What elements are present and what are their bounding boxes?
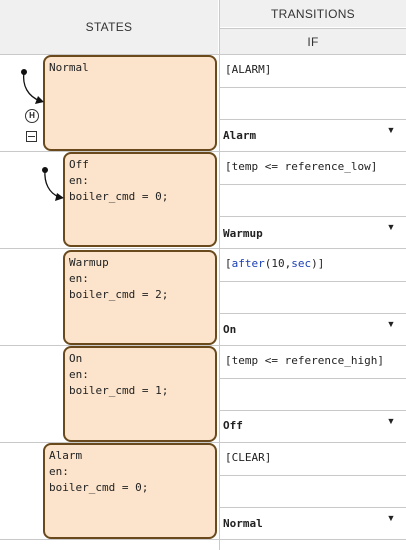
row-divider xyxy=(219,378,406,379)
target-dropdown-icon[interactable]: ▼ xyxy=(386,319,396,329)
target-dropdown-icon[interactable]: ▼ xyxy=(386,513,396,523)
after-keyword: after xyxy=(231,257,265,270)
row-divider xyxy=(219,507,406,508)
row-divider xyxy=(219,119,406,120)
state-warmup[interactable]: Warmup en: boiler_cmd = 2; xyxy=(63,250,217,345)
target-dropdown-icon[interactable]: ▼ xyxy=(386,125,396,135)
row-divider xyxy=(0,248,406,249)
state-off[interactable]: Off en: boiler_cmd = 0; xyxy=(63,152,217,247)
state-on[interactable]: On en: boiler_cmd = 1; xyxy=(63,346,217,442)
transition-condition[interactable]: [after(10,sec)] xyxy=(225,257,324,270)
row-divider xyxy=(219,87,406,88)
row-divider xyxy=(0,442,406,443)
if-header: IF xyxy=(220,29,406,54)
transition-target[interactable]: On xyxy=(223,323,237,336)
transition-target[interactable]: Off xyxy=(223,419,243,432)
header-divider xyxy=(219,28,406,29)
table-bottom-line xyxy=(0,539,406,540)
transition-condition[interactable]: [temp <= reference_high] xyxy=(225,354,384,367)
state-normal[interactable]: Normal xyxy=(43,55,217,151)
bracket-open: [ xyxy=(225,257,232,270)
row-divider xyxy=(219,313,406,314)
row-divider xyxy=(219,216,406,217)
history-junction-icon[interactable]: H xyxy=(25,109,39,123)
transition-target[interactable]: Alarm xyxy=(223,129,257,142)
transition-condition[interactable]: [ALARM] xyxy=(225,63,272,76)
column-divider xyxy=(219,0,220,550)
transition-condition[interactable]: [CLEAR] xyxy=(225,451,272,464)
target-dropdown-icon[interactable]: ▼ xyxy=(386,222,396,232)
sec-keyword: sec xyxy=(291,257,312,270)
row-divider xyxy=(219,410,406,411)
default-transition-normal xyxy=(21,69,44,104)
transition-target[interactable]: Normal xyxy=(223,517,263,530)
row-divider xyxy=(219,184,406,185)
default-transition-off xyxy=(42,167,64,201)
target-dropdown-icon[interactable]: ▼ xyxy=(386,416,396,426)
state-alarm[interactable]: Alarm en: boiler_cmd = 0; xyxy=(43,443,217,539)
transition-condition[interactable]: [temp <= reference_low] xyxy=(225,160,378,173)
states-header: STATES xyxy=(0,0,218,54)
bracket-close: )] xyxy=(311,257,325,270)
transition-target[interactable]: Warmup xyxy=(223,227,263,240)
row-divider xyxy=(219,281,406,282)
row-divider xyxy=(0,151,406,152)
row-divider xyxy=(0,345,406,346)
after-args: (10, xyxy=(264,257,292,270)
transitions-header: TRANSITIONS xyxy=(220,0,406,27)
header-bottom-line xyxy=(0,54,406,55)
collapse-icon[interactable] xyxy=(26,131,37,142)
row-divider xyxy=(219,475,406,476)
